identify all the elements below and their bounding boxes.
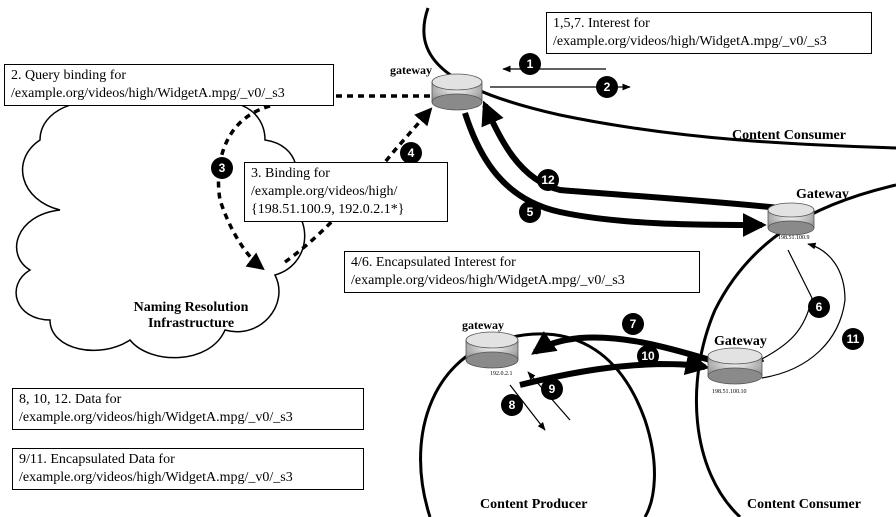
interest-line-2: /example.org/videos/high/WidgetA.mpg/_v0… bbox=[553, 34, 827, 49]
step-badge-4: 4 bbox=[400, 142, 422, 164]
arrow-step-11 bbox=[481, 100, 781, 211]
gateway-right-ip: 198.51.100.9 bbox=[778, 235, 810, 241]
content-producer-label: Content Producer bbox=[480, 497, 588, 512]
step-badge-3: 3 bbox=[211, 157, 233, 179]
step-badge-circle bbox=[211, 157, 233, 179]
step-badge-circle bbox=[541, 378, 563, 400]
arrow-step-10 bbox=[761, 242, 846, 379]
naming-resolution-label: Naming Resolution Infrastructure bbox=[116, 300, 266, 332]
encap-interest-line-2: /example.org/videos/high/WidgetA.mpg/_v0… bbox=[351, 273, 625, 288]
query-line-2: /example.org/videos/high/WidgetA.mpg/_v0… bbox=[11, 86, 285, 101]
gateway-producer-ip: 192.0.2.1 bbox=[490, 371, 513, 377]
step-badge-6: 6 bbox=[808, 296, 830, 318]
step-badge-1: 1 bbox=[519, 53, 541, 75]
gateway-mid-label: Gateway bbox=[714, 334, 767, 349]
content-consumer-top-boundary bbox=[422, 7, 896, 150]
step-badge-label: 6 bbox=[816, 300, 823, 314]
query-line-1: 2. Query binding for bbox=[11, 68, 127, 83]
arrow-step-2-down bbox=[216, 104, 271, 271]
step-badge-9: 9 bbox=[541, 378, 563, 400]
data-line-1: 8, 10, 12. Data for bbox=[19, 392, 122, 407]
step-badge-circle bbox=[501, 394, 523, 416]
step-badge-5: 5 bbox=[519, 201, 541, 223]
encap-interest-box: 4/6. Encapsulated Interest for /example.… bbox=[344, 251, 700, 293]
binding-line-2: /example.org/videos/high/ bbox=[251, 184, 398, 199]
encap-data-box: 9/11. Encapsulated Data for /example.org… bbox=[12, 448, 364, 490]
query-box: 2. Query binding for /example.org/videos… bbox=[4, 64, 334, 106]
step-badge-circle bbox=[519, 201, 541, 223]
step-badge-label: 5 bbox=[527, 205, 534, 219]
content-consumer-bottom-boundary bbox=[695, 183, 896, 517]
binding-line-3: {198.51.100.9, 192.0.2.1*} bbox=[251, 202, 405, 217]
step-badge-circle bbox=[596, 76, 618, 98]
step-badge-7: 7 bbox=[622, 313, 644, 335]
arrow-step-7 bbox=[509, 384, 546, 431]
step-badge-10: 10 bbox=[637, 345, 659, 367]
arrow-step-4 bbox=[462, 112, 767, 237]
step-badge-circle bbox=[842, 328, 864, 350]
step-badge-circle bbox=[400, 142, 422, 164]
content-consumer-top-label: Content Consumer bbox=[732, 128, 846, 143]
step-badge-label: 2 bbox=[604, 80, 611, 94]
encap-data-line-2: /example.org/videos/high/WidgetA.mpg/_v0… bbox=[19, 470, 293, 485]
step-badge-11: 11 bbox=[842, 328, 864, 350]
content-consumer-bottom-label: Content Consumer bbox=[747, 497, 861, 512]
gateway-mid-ip: 198.51.100.10 bbox=[712, 389, 747, 395]
data-box: 8, 10, 12. Data for /example.org/videos/… bbox=[12, 388, 364, 430]
step-badge-circle bbox=[537, 169, 559, 191]
arrow-step-5-head bbox=[755, 297, 813, 363]
router-icon-mid bbox=[707, 347, 763, 385]
encap-data-line-1: 9/11. Encapsulated Data for bbox=[19, 452, 175, 467]
step-badge-label: 12 bbox=[541, 173, 555, 187]
step-badge-circle bbox=[637, 345, 659, 367]
binding-box: 3. Binding for /example.org/videos/high/… bbox=[244, 162, 448, 222]
content-producer-boundary bbox=[419, 332, 656, 517]
gateway-right-label: Gateway bbox=[796, 187, 849, 202]
step-badge-circle bbox=[622, 313, 644, 335]
router-icon-top bbox=[431, 73, 483, 111]
step-badge-label: 3 bbox=[219, 161, 226, 175]
step-badge-label: 7 bbox=[630, 317, 637, 331]
step-badge-circle bbox=[519, 53, 541, 75]
arrow-step-6 bbox=[531, 331, 711, 363]
step-badge-label: 8 bbox=[509, 398, 516, 412]
binding-line-1: 3. Binding for bbox=[251, 166, 330, 181]
router-icon-producer bbox=[465, 331, 519, 369]
encap-interest-line-1: 4/6. Encapsulated Interest for bbox=[351, 255, 516, 270]
gateway-producer-label: gateway bbox=[462, 318, 504, 332]
gateway-top-label: gateway bbox=[390, 63, 432, 77]
interest-box: 1,5,7. Interest for /example.org/videos/… bbox=[546, 12, 872, 54]
data-line-2: /example.org/videos/high/WidgetA.mpg/_v0… bbox=[19, 410, 293, 425]
step-badge-2: 2 bbox=[596, 76, 618, 98]
step-badge-label: 9 bbox=[549, 382, 556, 396]
naming-resolution-line-1: Naming Resolution bbox=[133, 300, 249, 315]
step-badge-label: 10 bbox=[641, 349, 655, 363]
step-badge-circle bbox=[808, 296, 830, 318]
router-icon-right bbox=[767, 202, 815, 236]
arrow-step-5 bbox=[787, 249, 813, 299]
step-badge-label: 4 bbox=[408, 146, 415, 160]
interest-line-1: 1,5,7. Interest for bbox=[553, 16, 650, 31]
step-badge-label: 11 bbox=[847, 332, 860, 346]
step-badge-8: 8 bbox=[501, 394, 523, 416]
step-badge-label: 1 bbox=[527, 57, 534, 71]
naming-resolution-line-2: Infrastructure bbox=[147, 316, 235, 331]
step-badge-12: 12 bbox=[537, 169, 559, 191]
